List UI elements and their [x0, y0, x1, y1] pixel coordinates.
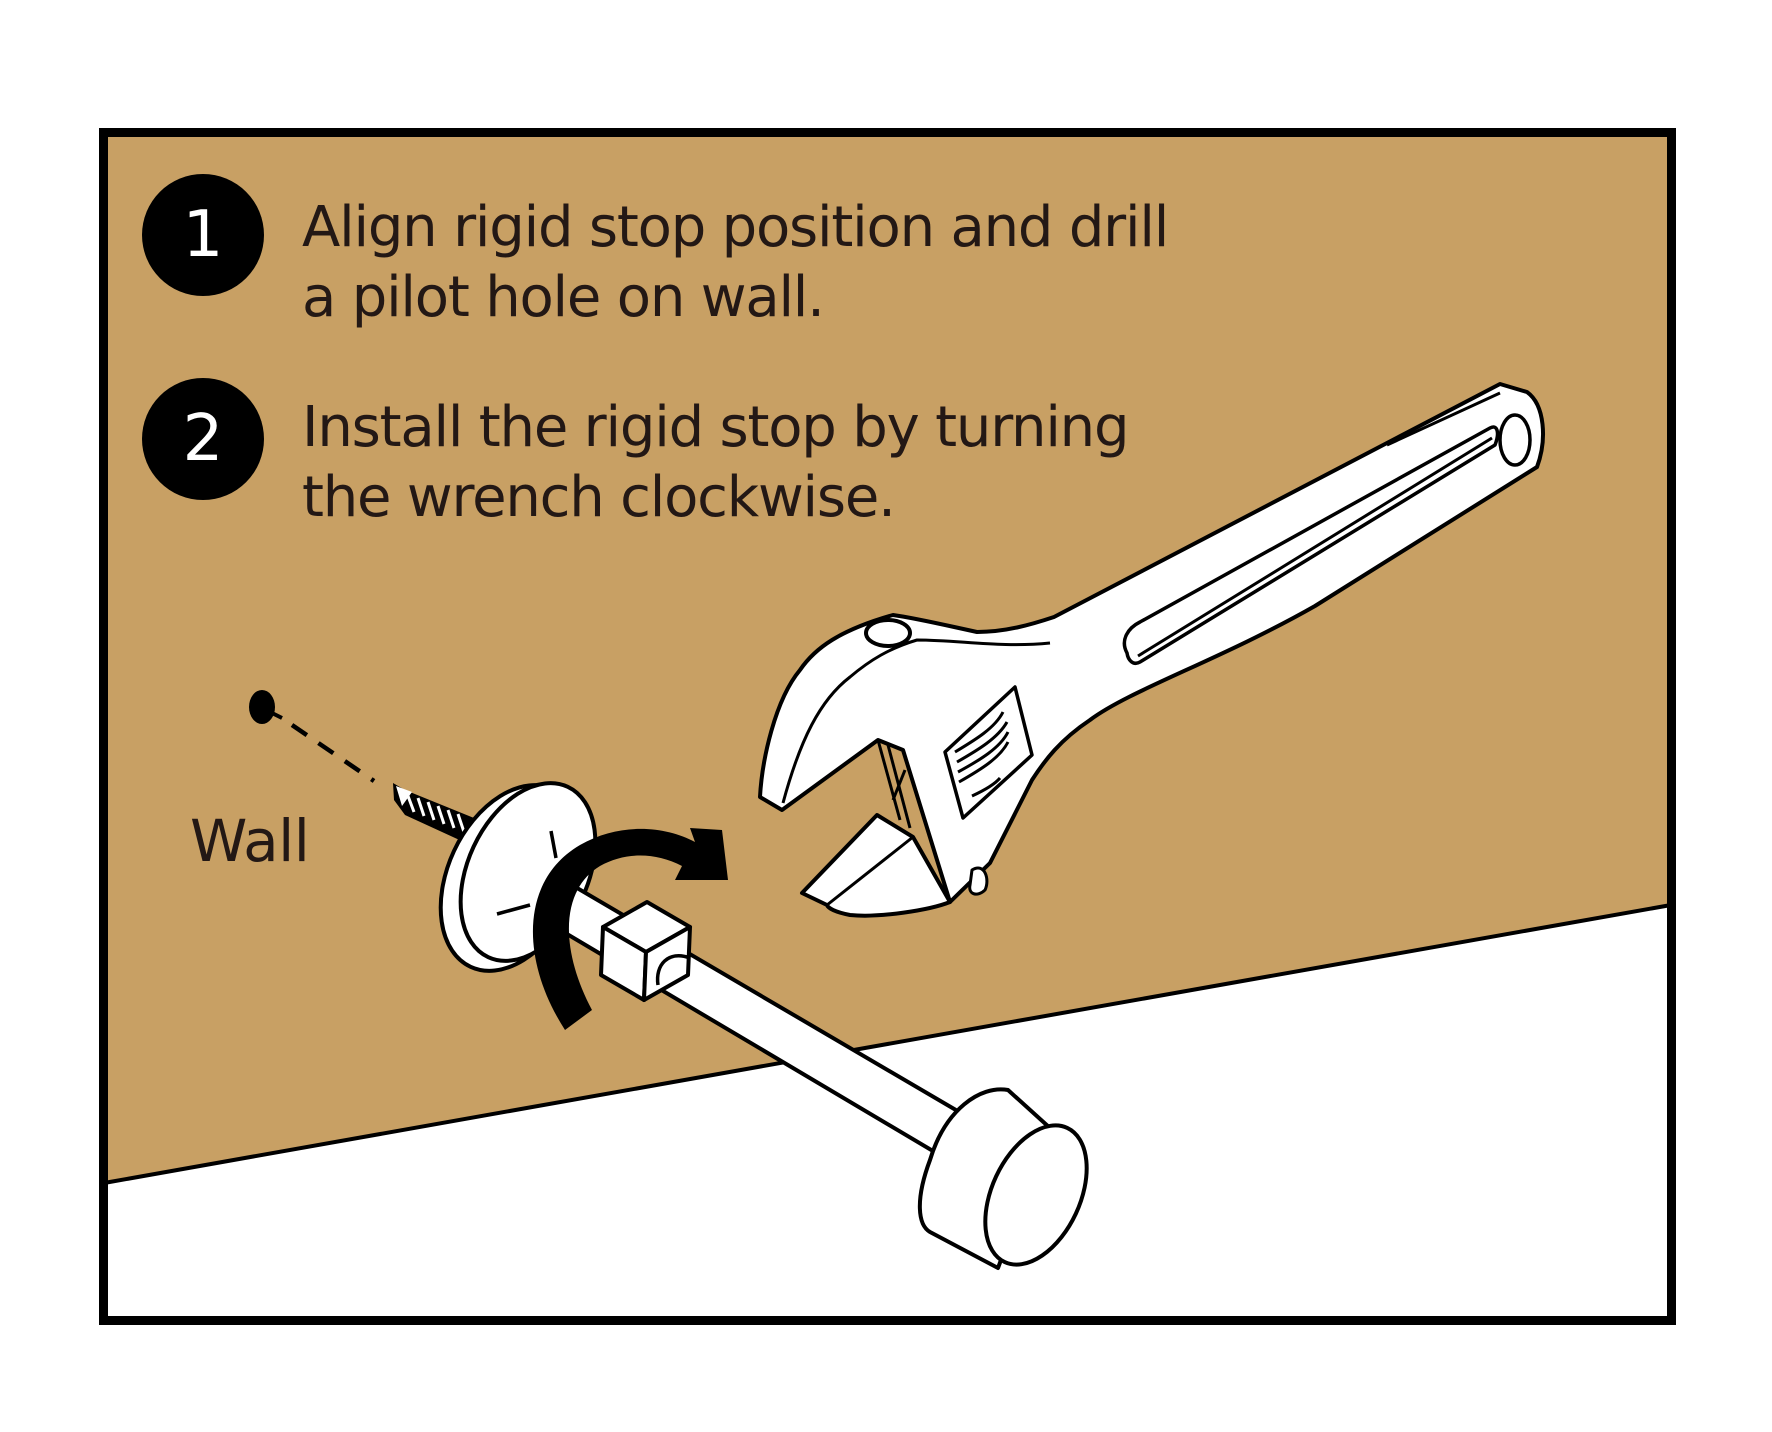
dashed-guide-line: [290, 723, 376, 783]
step-2-number: 2: [182, 402, 224, 476]
step-1-number: 1: [182, 198, 224, 272]
step-1-line-2: a pilot hole on wall.: [302, 265, 825, 330]
pilot-hole-icon: [249, 690, 283, 724]
step-1-badge: 1: [142, 174, 264, 296]
step-2-instruction: Install the rigid stop by turning the wr…: [302, 393, 1130, 533]
frame-border: [99, 128, 1676, 1325]
floor-edge-line: [103, 903, 1672, 1185]
wall-label: Wall: [190, 807, 310, 875]
hex-nut: [599, 900, 692, 1002]
rubber-bumper: [917, 1087, 1089, 1270]
step-1-line-1: Align rigid stop position and drill: [302, 195, 1169, 260]
step-1-instruction: Align rigid stop position and drill a pi…: [302, 193, 1169, 333]
clockwise-arrow-icon: [532, 828, 728, 1030]
screw-icon: [393, 783, 474, 843]
step-2-badge: 2: [142, 378, 264, 500]
step-2-line-1: Install the rigid stop by turning: [302, 395, 1130, 460]
step-2-line-2: the wrench clockwise.: [302, 465, 896, 530]
adjustable-wrench-icon: [758, 382, 1545, 918]
